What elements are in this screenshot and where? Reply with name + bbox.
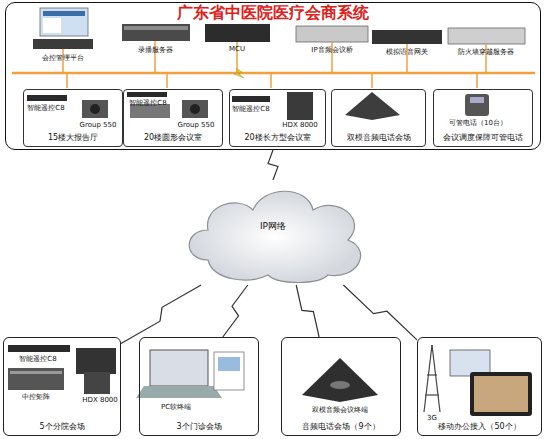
device-label: Group 550	[178, 121, 215, 129]
room-box: 会议调度保障可管电话	[433, 89, 533, 147]
rack-device	[122, 24, 190, 41]
node-caption: 5个分院会场	[4, 421, 120, 432]
cloud-outline	[178, 180, 368, 285]
rack-device	[205, 24, 270, 42]
hdx-unit	[84, 372, 110, 394]
node-caption: 20楼长方型会议室	[230, 132, 325, 143]
screen-device	[40, 8, 88, 36]
lightning-link	[343, 285, 417, 340]
node-caption: 移动办公接入（50个）	[418, 421, 541, 432]
node-caption: 20楼圆形会议室	[124, 132, 222, 143]
node-caption: 15楼大报告厅	[24, 132, 122, 143]
device-label: PC软终端	[161, 402, 191, 412]
conference-phone	[345, 92, 400, 120]
device-label: 3G	[427, 414, 437, 422]
device-label: 智能遥控C8	[27, 103, 64, 113]
lightning-mark	[234, 68, 244, 78]
device-label: 智能遥控C8	[129, 98, 166, 108]
lightning-link	[296, 285, 319, 337]
rack-device	[372, 30, 442, 44]
phone-keypad	[330, 381, 350, 389]
device-label: 智能遥控C8	[232, 104, 269, 114]
device-label: HDX 8000	[82, 396, 118, 404]
tablet-screen	[474, 376, 528, 412]
softphone-window	[214, 352, 244, 390]
codec	[8, 345, 70, 352]
lightning-link	[268, 150, 278, 180]
device-label: 会控管理平台	[42, 53, 84, 63]
lightning-link	[121, 285, 201, 343]
node-caption: 会议调度保障可管电话	[434, 132, 532, 143]
screen-panel	[43, 18, 61, 33]
phone-screen	[470, 97, 484, 103]
room-box: 20楼长方型会议室	[229, 89, 326, 147]
node-caption: 3个门诊会场	[140, 421, 258, 432]
device-label: Group 550	[80, 121, 117, 129]
device-label: 录播服务器	[138, 45, 173, 55]
device-label: 防火墙穿越服务器	[458, 47, 514, 57]
matrix-face	[10, 371, 62, 374]
radio-tower	[424, 345, 440, 412]
network-cloud: IP网络	[178, 180, 368, 285]
bus-drops	[63, 41, 486, 88]
site-box: 5个分院会场	[3, 337, 121, 436]
conference-phone	[302, 358, 378, 402]
device-label: 模拟语音网关	[386, 47, 428, 57]
monitor	[76, 348, 116, 374]
lightning-link	[223, 285, 248, 337]
camera-lens	[90, 104, 100, 114]
laptop-base	[136, 386, 222, 398]
device-label: 中控矩阵	[22, 392, 50, 402]
node-caption: 音频电话会场（9个）	[282, 421, 400, 432]
rack-face	[124, 26, 188, 30]
device-label: HDX 8000	[282, 121, 318, 129]
rack-device	[296, 26, 368, 42]
diagram-heading: 广东省中医院医疗会商系统	[6, 3, 540, 24]
site-box: 3个门诊会场	[139, 337, 259, 436]
matrix-unit	[8, 368, 64, 390]
camera-lens	[190, 104, 200, 114]
bus-line	[12, 72, 535, 75]
room-box: 双模音频电话会场	[331, 89, 426, 147]
camera	[182, 100, 208, 118]
room-box: 15楼大报告厅	[23, 89, 123, 147]
hdx-unit	[287, 92, 313, 120]
node-caption: 双模音频电话会场	[332, 132, 425, 143]
desk-phone	[465, 94, 489, 116]
device-label: MCU	[229, 45, 245, 53]
softphone-video	[218, 357, 240, 371]
camera	[82, 100, 108, 118]
rack-device	[448, 28, 525, 44]
device-label: 可管电话（10台）	[449, 118, 507, 128]
device-label: 双模音频会议终端	[312, 405, 368, 415]
rack-device	[33, 39, 93, 49]
laptop-screen	[150, 350, 208, 386]
site-box: 音频电话会场（9个）	[281, 337, 401, 436]
screen-bar	[43, 11, 85, 16]
cloud-shape	[189, 191, 360, 282]
codec	[127, 92, 167, 97]
device-label: IP音频会议桥	[311, 45, 352, 55]
room-box: 20楼圆形会议室	[123, 89, 223, 147]
codec	[232, 96, 270, 102]
tablet	[470, 372, 532, 416]
device-label: 智能遥控C8	[19, 354, 56, 364]
node-caption: IP网络	[178, 220, 368, 233]
codec	[27, 95, 67, 101]
